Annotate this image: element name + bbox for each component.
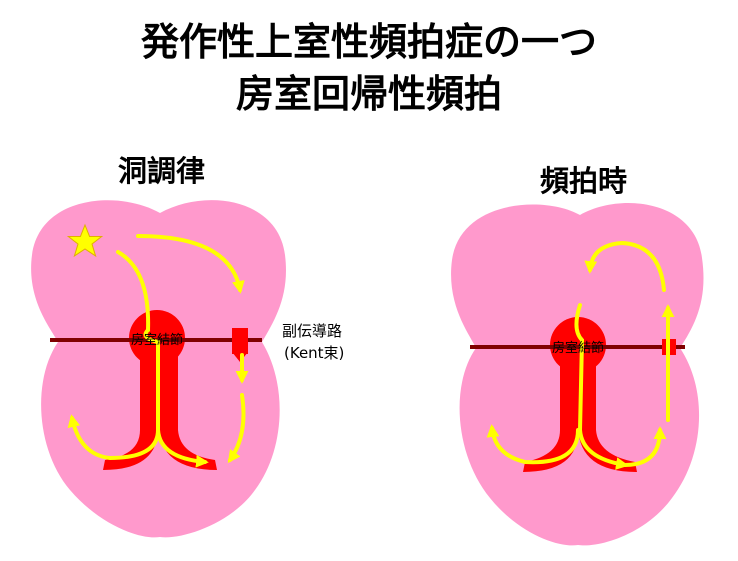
title-line-1: 発作性上室性頻拍症の一つ bbox=[140, 20, 597, 64]
left-panel-title: 洞調律 bbox=[118, 154, 206, 188]
sinus-node-star bbox=[66, 223, 104, 258]
left-conduction-to-node bbox=[116, 250, 151, 332]
right-panel-title: 頻拍時 bbox=[540, 164, 628, 198]
left-kent-bundle bbox=[232, 328, 248, 354]
left-node-label: 房室結節 bbox=[131, 332, 183, 348]
left-conduction-atrial bbox=[136, 234, 245, 294]
pathway-label-line1: 副伝導路 bbox=[282, 322, 342, 340]
right-conduction-lateral bbox=[623, 426, 667, 467]
right-node-label: 房室結節 bbox=[552, 340, 604, 356]
pathway-label-line2: (Kent束) bbox=[284, 344, 344, 362]
left-conduction-lateral bbox=[227, 393, 246, 464]
title-line-2: 房室回帰性頻拍 bbox=[235, 72, 502, 116]
right-conduction-septal bbox=[486, 424, 580, 465]
right-conduction-atrial bbox=[584, 240, 666, 292]
left-heart: 房室結節 bbox=[31, 200, 286, 538]
left-conduction-septal bbox=[67, 414, 160, 461]
right-heart: 房室結節 bbox=[451, 203, 704, 546]
